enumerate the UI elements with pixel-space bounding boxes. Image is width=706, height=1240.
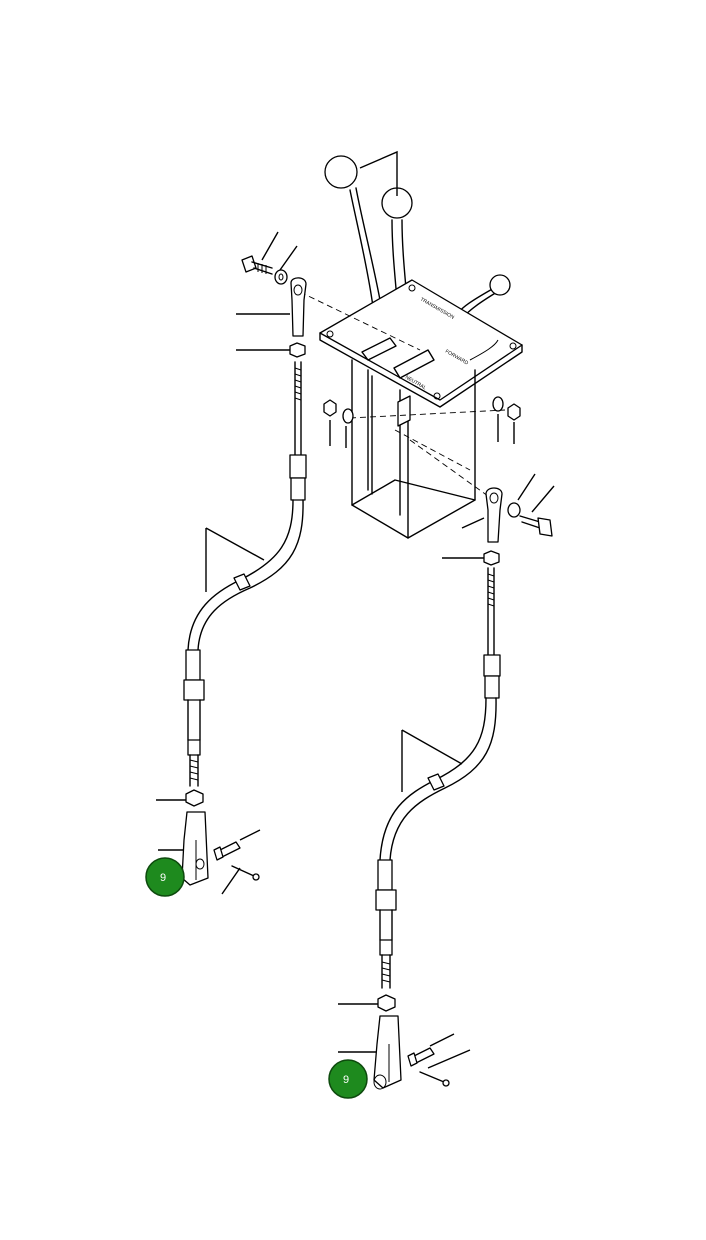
right-cable-assembly bbox=[338, 567, 501, 1090]
alignment-lines bbox=[299, 291, 506, 497]
callout-label: 9 bbox=[343, 1074, 349, 1086]
left-lever-knob bbox=[324, 155, 358, 189]
callout-circle bbox=[145, 857, 185, 897]
mid-hardware bbox=[323, 396, 521, 448]
small-lever-knob bbox=[489, 274, 511, 296]
left-upper-hardware bbox=[236, 231, 307, 358]
callout-badge-right[interactable]: 9 bbox=[328, 1059, 368, 1099]
callout-circle bbox=[328, 1059, 368, 1099]
left-cable-assembly bbox=[156, 361, 307, 895]
callout-label: 9 bbox=[160, 872, 166, 884]
right-upper-hardware bbox=[442, 473, 555, 566]
callout-badge-left[interactable]: 9 bbox=[145, 857, 185, 897]
control-housing: TRANSMISSION FORWARD NEUTRAL bbox=[319, 279, 523, 539]
